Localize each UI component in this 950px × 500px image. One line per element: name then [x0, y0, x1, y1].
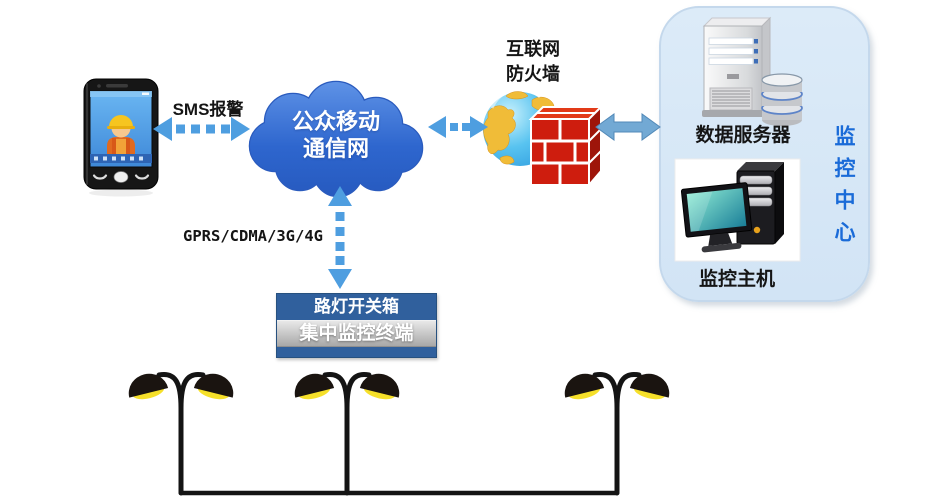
- sms-alarm-label: SMS报警: [172, 100, 244, 119]
- street-light-icon: [128, 372, 234, 496]
- monitor-center-label: 监控中心: [832, 125, 855, 253]
- monitor-host-label: 监控主机: [698, 269, 775, 290]
- dotted-arrow-cloud-switchbox: [328, 186, 352, 289]
- cloud-label-line1: 公众移动: [291, 109, 380, 134]
- street-light-icon: [564, 372, 670, 496]
- dotted-arrow-phone-cloud: [153, 117, 250, 141]
- server-database-icon: [702, 16, 803, 126]
- solid-arrow-internet-center: [595, 113, 661, 141]
- database-icon: [761, 73, 803, 126]
- switch-box-subtitle: 集中监控终端: [277, 320, 436, 347]
- internet-firewall-label-line1: 互联网: [506, 39, 560, 59]
- data-server-label: 数据服务器: [695, 125, 791, 146]
- dotted-arrow-cloud-internet: [428, 116, 488, 138]
- network-cloud-icon: [248, 80, 424, 198]
- monitor-host-icon: [674, 158, 801, 262]
- cloud-label-line2: 通信网: [302, 136, 369, 161]
- switch-box-title: 路灯开关箱: [314, 297, 399, 316]
- firewall-icon: [528, 104, 604, 188]
- street-lights: [128, 372, 670, 496]
- internet-firewall-label-line2: 防火墙: [506, 64, 560, 84]
- internet-firewall-label: 互联网 防火墙: [483, 37, 583, 87]
- street-light-icon: [294, 372, 400, 496]
- cloud-label: 公众移动 通信网: [271, 108, 401, 162]
- switch-box-bottom-band: [277, 347, 436, 357]
- street-light-switch-box: 路灯开关箱 集中监控终端: [276, 293, 437, 358]
- gprs-link-label: GPRS/CDMA/3G/4G: [183, 227, 323, 245]
- smartphone-worker-icon: [83, 78, 159, 197]
